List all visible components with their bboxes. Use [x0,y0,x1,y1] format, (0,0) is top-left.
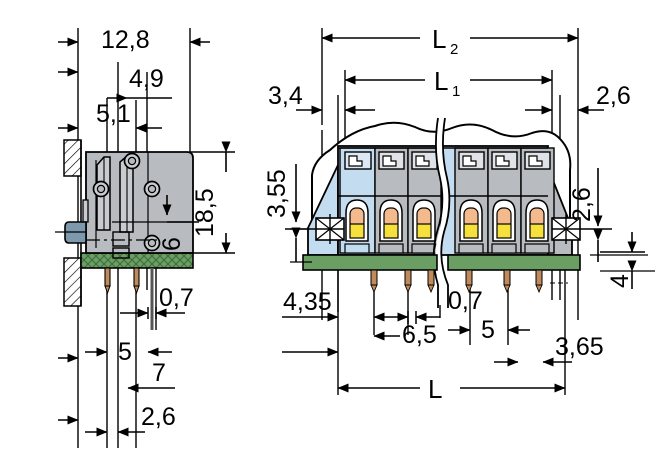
dim-2-6-top: 2,6 [525,82,631,115]
dim-label-L2: L [432,24,446,54]
dim-label-3-65: 3,65 [555,333,604,361]
pole-modules [339,147,555,254]
dim-label-3-4: 3,4 [268,82,303,110]
dim-2-6-left: 2,6 [85,403,176,437]
dim-12-8: 12,8 [58,26,210,54]
clamp-marker-right-front [551,214,612,244]
dim-6: 6 [158,195,199,251]
dim-4-right: 4 [600,232,655,289]
pole-6 [520,147,555,254]
dim-label-7: 7 [152,359,166,387]
dim-4-9: 4,9 [107,65,172,103]
break-line-center-right [440,117,451,308]
dim-label-4-right: 4 [606,274,634,288]
dim-label-2-6-top: 2,6 [596,82,631,110]
dim-label-2-6-left: 2,6 [141,403,176,431]
terminal-body-side [55,151,194,259]
dim-label-L1-sub: 1 [452,83,460,100]
dim-7: 7 [127,359,175,393]
clamp-marker-left-front [285,214,345,244]
dim-label-6-5: 6,5 [402,321,437,349]
dim-label-0-7-front: 0,7 [448,287,483,315]
dim-label-5-1: 5,1 [96,100,131,128]
front-view-pins [370,269,568,294]
mounting-wall-hatch [63,139,82,307]
dim-label-4-35: 4,35 [283,288,332,316]
dim-label-L: L [428,374,442,404]
dim-label-L1: L [434,66,448,96]
pole-1 [339,147,376,254]
dim-18-5: 18,5 [182,141,235,254]
dim-5: 5 [85,338,172,366]
dim-label-18-5: 18,5 [191,188,219,237]
dim-L1: L 1 [344,66,553,100]
dim-label-L2-sub: 2 [450,41,458,58]
dim-L: L [337,374,566,404]
pcb-front [302,254,581,271]
dim-0-7: 0,7 [120,284,194,319]
dim-5-1: 5,1 [58,100,162,133]
dim-label-12-8: 12,8 [101,26,150,54]
dim-4-35: 4,35 [282,288,339,357]
dim-aux-rows [58,67,79,425]
dim-3-55: 3,55 [263,164,312,263]
dim-label-4-9: 4,9 [129,65,164,93]
dim-label-3-55: 3,55 [263,169,291,218]
dim-L2: L 2 [321,24,579,58]
dim-5-front: 5 [448,316,530,344]
pole-4 [454,147,489,254]
dim-label-0-7: 0,7 [159,284,194,312]
dim-label-6: 6 [158,237,186,251]
front-view-group: L 2 L 1 3,4 2,6 [263,24,655,404]
pole-2 [374,147,409,254]
dim-6-5: 6,5 [373,312,440,349]
dim-2-6-right: 2,6 [568,168,648,262]
pole-5 [487,147,522,254]
dim-3-65: 3,65 [494,333,604,367]
dim-0-7-front: 0,7 [407,287,483,324]
dim-label-2-6-right: 2,6 [568,187,596,222]
side-view-pins [104,267,154,330]
side-view-group: 12,8 4,9 5,1 [55,26,235,448]
dim-label-5-front: 5 [481,316,495,344]
dim-label-5: 5 [118,338,132,366]
dim-3-4: 3,4 [268,82,375,115]
pcb-side [80,252,194,269]
